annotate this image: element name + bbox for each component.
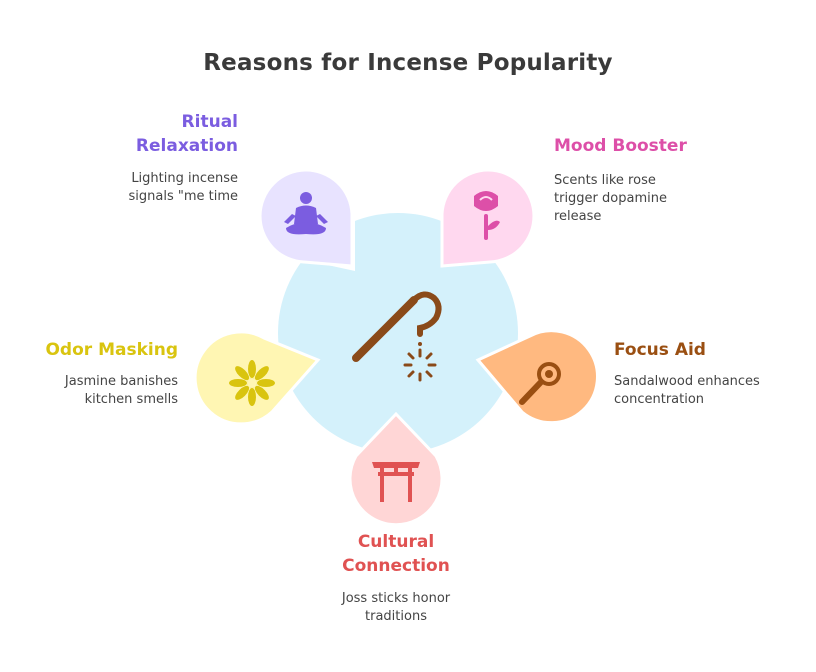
incense-stick-icon bbox=[352, 291, 442, 382]
focus-aid-label: Focus Aid bbox=[614, 338, 804, 362]
focus-aid-desc: Sandalwood enhances concentration bbox=[614, 373, 804, 409]
magnifier-icon bbox=[519, 362, 561, 405]
focus-title: Focus Aid bbox=[614, 340, 706, 360]
cultural-title-line2: Connection bbox=[342, 556, 450, 576]
rose-icon bbox=[474, 191, 500, 240]
mood-desc-line3: release bbox=[554, 209, 602, 224]
odor-masking-desc: Jasmine banishes kitchen smells bbox=[8, 373, 178, 409]
meditation-icon bbox=[284, 192, 328, 235]
center-hub bbox=[278, 213, 518, 453]
mood-booster-label: Mood Booster bbox=[554, 134, 774, 158]
jasmine-flower-icon bbox=[229, 360, 275, 406]
focus-desc-line2: concentration bbox=[614, 392, 705, 407]
page-title: Reasons for Incense Popularity bbox=[203, 50, 613, 76]
ritual-desc-line1: Lighting incense bbox=[131, 171, 238, 186]
ritual-title-line1: Ritual bbox=[181, 112, 238, 132]
mood-title: Mood Booster bbox=[554, 136, 687, 156]
odor-masking-label: Odor Masking bbox=[8, 338, 178, 362]
mood-desc-line2: trigger dopamine bbox=[554, 191, 667, 206]
ritual-relaxation-label: Ritual Relaxation bbox=[88, 110, 238, 158]
ritual-desc-line2: signals "me time bbox=[128, 189, 238, 204]
odor-desc-line1: Jasmine banishes bbox=[64, 374, 178, 389]
cultural-desc-line2: traditions bbox=[365, 609, 427, 624]
mood-desc-line1: Scents like rose bbox=[554, 173, 656, 188]
mood-booster-desc: Scents like rose trigger dopamine releas… bbox=[554, 172, 774, 226]
odor-desc-line2: kitchen smells bbox=[84, 392, 178, 407]
cultural-connection-desc: Joss sticks honor traditions bbox=[296, 590, 496, 626]
odor-title: Odor Masking bbox=[45, 340, 178, 360]
cultural-connection-label: Cultural Connection bbox=[296, 530, 496, 578]
cultural-desc-line1: Joss sticks honor bbox=[341, 591, 451, 606]
ritual-relaxation-desc: Lighting incense signals "me time bbox=[88, 170, 238, 206]
ritual-title-line2: Relaxation bbox=[135, 136, 238, 156]
focus-desc-line1: Sandalwood enhances bbox=[614, 374, 760, 389]
torii-gate-icon bbox=[372, 462, 420, 502]
cultural-title-line1: Cultural bbox=[357, 532, 435, 552]
